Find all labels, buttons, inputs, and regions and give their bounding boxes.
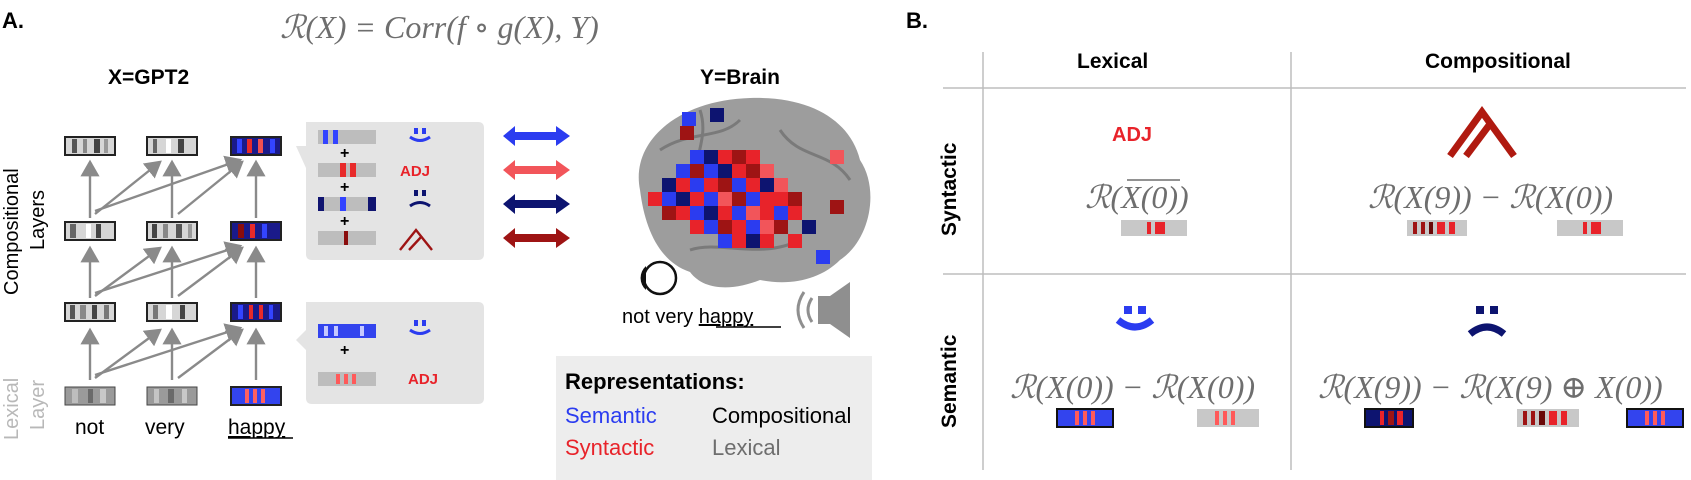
- compositional-decomposition-box: + + + ADJ: [296, 122, 484, 260]
- arrow-diagonal: [94, 160, 162, 215]
- cell-syntactic-compositional: ℛ(X(9)) − ℛ(X(0)): [1368, 106, 1623, 236]
- panel-a: A. ℛ(X) = Corr(f ∘ g(X), Y) X=GPT2 Y=Bra…: [1, 8, 872, 480]
- eye-icon: [640, 260, 678, 296]
- panel-b-label: B.: [906, 8, 928, 33]
- bar-semantic-comp-2: [318, 197, 376, 211]
- bar-syn-comp-2: [1557, 220, 1623, 236]
- embedding-happy-l0: [230, 386, 282, 406]
- double-arrow-sem-comp: [503, 194, 570, 214]
- double-arrow-syntactic: [503, 160, 570, 180]
- gpt2-title: X=GPT2: [108, 66, 189, 89]
- plus-2: +: [340, 179, 349, 196]
- syntactic-tree-icon-large: [1447, 106, 1517, 159]
- gpt2-network: [64, 136, 282, 406]
- semantic-compositional-icon: [409, 190, 431, 208]
- adj-label-upper: ADJ: [400, 163, 430, 180]
- double-arrow-semantic: [503, 126, 570, 146]
- panel-b: B. Lexical Compositional Syntactic Seman…: [906, 8, 1686, 470]
- embedding-very-l0: [146, 386, 198, 406]
- word-happy: happy: [228, 416, 286, 439]
- col-header-compositional: Compositional: [1425, 50, 1571, 73]
- brain-image: [638, 97, 871, 288]
- semantic-lexical-icon-large: [1115, 306, 1155, 331]
- legend-lexical: Lexical: [712, 435, 780, 460]
- voxel-map: [648, 108, 844, 264]
- legend-semantic: Semantic: [565, 403, 657, 428]
- bar-semantic-comp: [318, 130, 376, 144]
- arrow-diagonal: [177, 246, 244, 297]
- arrow-diagonal: [94, 246, 162, 297]
- legend-title: Representations:: [565, 369, 745, 394]
- adj-label-lower: ADJ: [408, 371, 438, 388]
- arrow-diagonal: [94, 241, 243, 295]
- stimulus-word: happy: [699, 306, 754, 328]
- speaker-icon: [796, 282, 850, 338]
- embedding-very-l12: [146, 136, 198, 156]
- cell-syntactic-lexical: ADJ ℛ(X(0)): [1085, 124, 1189, 236]
- compositional-layers-label-1: Compositional: [1, 168, 23, 295]
- row-header-syntactic: Syntactic: [938, 142, 961, 236]
- brain-title: Y=Brain: [700, 66, 780, 89]
- col-header-lexical: Lexical: [1077, 50, 1148, 73]
- embedding-not-l4: [64, 302, 116, 322]
- cell-semantic-lexical: ℛ(X(0)) − ℛ(X(0)): [1010, 306, 1259, 428]
- stimulus-text: not very happy: [622, 306, 753, 328]
- formula-syn-lex: ℛ(X(0)): [1085, 179, 1189, 215]
- semantic-lexical-icon: [409, 128, 431, 142]
- embedding-not-l8: [64, 221, 116, 241]
- lexical-decomposition-box: + ADJ: [296, 302, 484, 404]
- embedding-happy-l4: [230, 302, 282, 322]
- embedding-happy-l8: [230, 221, 282, 241]
- embedding-happy-l12: [230, 136, 282, 156]
- correlation-arrows: [503, 126, 570, 248]
- word-very: very: [145, 416, 185, 439]
- legend-compositional: Compositional: [712, 403, 851, 428]
- double-arrow-syn-comp: [503, 228, 570, 248]
- embedding-not-l12: [64, 136, 116, 156]
- representations-legend: Representations: Semantic Compositional …: [556, 356, 872, 480]
- cell-semantic-compositional: ℛ(X(9)) − ℛ(X(9) ⊕ X(0)): [1318, 306, 1684, 428]
- bar-syntactic-lex: [318, 163, 376, 177]
- embedding-not-l0: [64, 386, 116, 406]
- arrow-diagonal: [94, 155, 243, 213]
- bar-sem-lex-2: [1197, 409, 1259, 427]
- stimulus-prefix: not very: [622, 306, 699, 328]
- arrow-diagonal: [177, 328, 244, 379]
- embedding-very-l4: [146, 302, 198, 322]
- lexical-layer-label-1: Lexical: [1, 378, 23, 440]
- arrow-diagonal: [94, 328, 162, 379]
- formula-syn-comp: ℛ(X(9)) − ℛ(X(0)): [1368, 179, 1613, 215]
- legend-syntactic: Syntactic: [565, 435, 654, 460]
- embedding-very-l8: [146, 221, 198, 241]
- plus-1: +: [340, 145, 349, 162]
- plus-3: +: [340, 213, 349, 230]
- plus-lower: +: [340, 342, 349, 359]
- compositional-layers-label-2: Layers: [27, 190, 49, 250]
- correlation-formula: ℛ(X) = Corr(f ∘ g(X), Y): [280, 9, 599, 45]
- syntactic-tree-icon: [399, 228, 433, 251]
- panel-a-label: A.: [2, 8, 24, 33]
- arrow-diagonal: [177, 160, 244, 215]
- semantic-compositional-icon-large: [1467, 306, 1507, 337]
- arrow-diagonal: [94, 323, 243, 377]
- word-not: not: [75, 416, 104, 439]
- row-header-semantic: Semantic: [938, 334, 961, 428]
- adj-label-b: ADJ: [1112, 124, 1152, 146]
- lexical-layer-label-2: Layer: [27, 380, 49, 430]
- bar-syn-lex: [1121, 220, 1187, 236]
- formula-sem-lex: ℛ(X(0)) − ℛ(X(0)): [1010, 369, 1255, 405]
- semantic-lexical-icon-lower: [409, 320, 431, 335]
- formula-sem-comp: ℛ(X(9)) − ℛ(X(9) ⊕ X(0)): [1318, 369, 1663, 405]
